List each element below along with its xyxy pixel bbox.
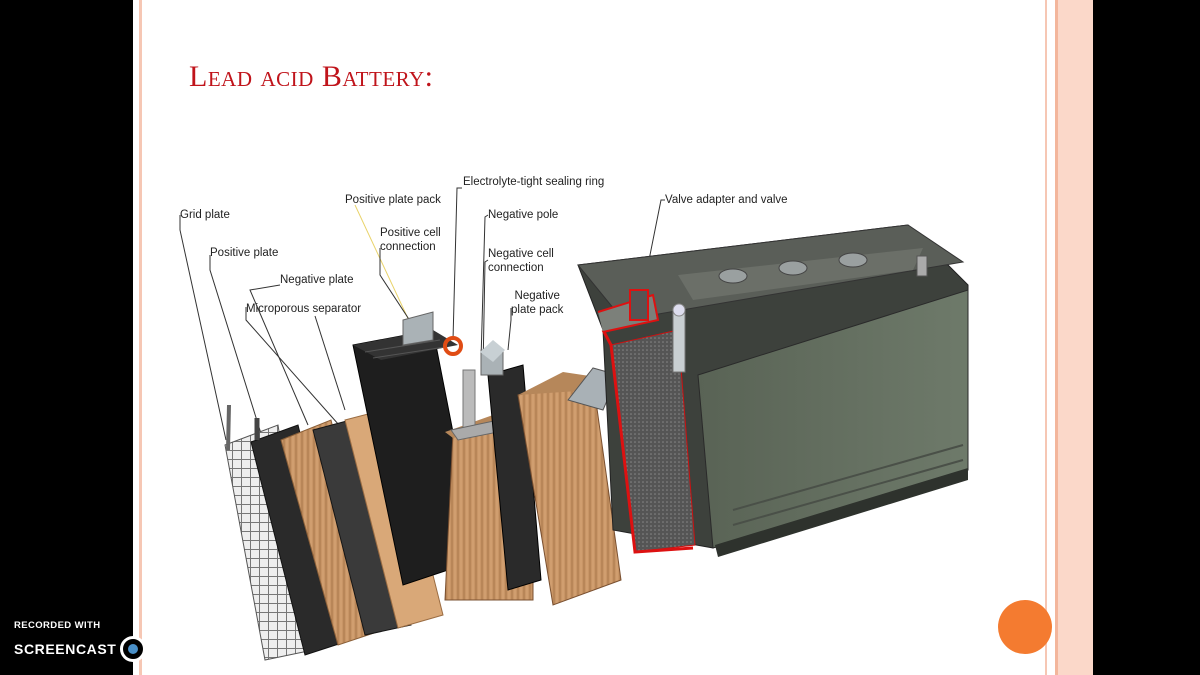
- label-negative-plate: Negative plate: [280, 274, 354, 286]
- slide: Lead acid Battery:: [133, 0, 1093, 675]
- battery-diagram: [179, 187, 969, 661]
- slide-frame-left: [139, 0, 142, 675]
- label-negative-pole: Negative pole: [488, 209, 559, 221]
- slide-title: Lead acid Battery:: [189, 60, 434, 93]
- label-grid-plate: Grid plate: [180, 209, 230, 221]
- screencast-logo-icon: [120, 636, 147, 662]
- label-positive-plate: Positive plate: [210, 247, 279, 259]
- label-microporous-separator: Microporous separator: [246, 303, 362, 315]
- label-electrolyte-sealing-ring: Electrolyte-tight sealing ring: [463, 176, 605, 188]
- slide-frame-right-line: [1045, 0, 1047, 675]
- watermark-brand-part1: SCREENCAST: [14, 641, 117, 657]
- electrolyte-sealing-ring: [443, 336, 463, 356]
- slide-frame-right-band: [1055, 0, 1093, 675]
- watermark-brand-part2: MATIC: [151, 641, 198, 657]
- label-positive-cell-connection: Positive cell connection: [380, 227, 441, 253]
- label-negative-cell-connection: Negative cell connection: [488, 248, 554, 274]
- accent-dot: [998, 600, 1052, 654]
- watermark-recorded-with: RECORDED WITH: [14, 620, 101, 631]
- label-negative-plate-pack: Negative plate pack: [511, 290, 564, 316]
- label-positive-plate-pack: Positive plate pack: [345, 194, 441, 206]
- label-valve-adapter: Valve adapter and valve: [665, 194, 788, 206]
- negative-plate-pack: [480, 340, 622, 606]
- watermark-brand: SCREENCAST MATIC: [14, 636, 198, 662]
- screencast-watermark: RECORDED WITH SCREENCAST MATIC: [14, 620, 198, 662]
- battery-case: [577, 224, 969, 557]
